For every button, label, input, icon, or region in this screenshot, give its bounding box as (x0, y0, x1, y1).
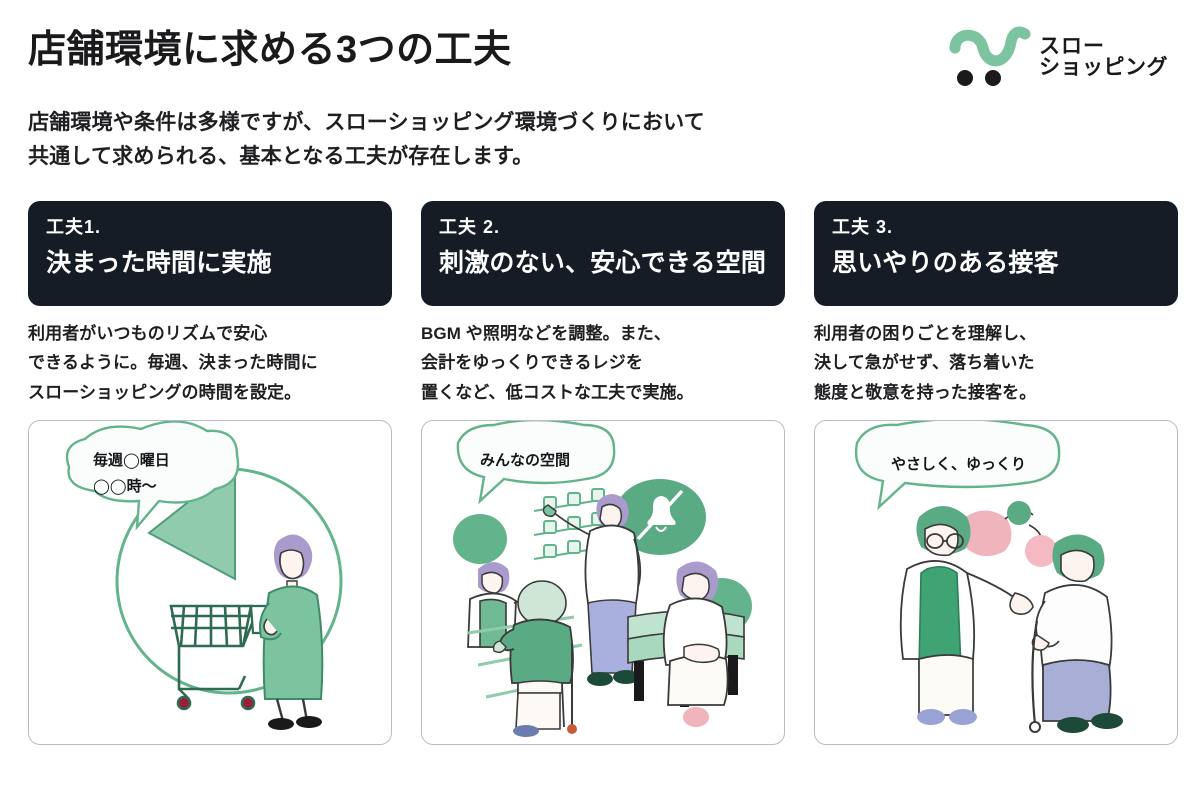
seated-person-icon (662, 561, 729, 727)
cane-elderly-person-icon (1029, 534, 1123, 733)
calm-space-illustration: みんなの空間 (421, 419, 785, 745)
speech-bubble-shape (65, 420, 240, 531)
apple-icon (961, 500, 1057, 567)
column-1: 工夫1. 決まった時間に実施 利用者がいつものリズムで安心 できるように。毎週、… (28, 201, 392, 745)
card-title-1: 決まった時間に実施 (46, 248, 272, 277)
scheduled-time-illustration: 毎週◯曜日 ◯◯時〜 (28, 419, 392, 745)
card-header-3: 工夫 3. 思いやりのある接客 (814, 201, 1178, 307)
header: 店舗環境に求める3つの工夫 スロー ショッピング (28, 22, 1172, 100)
bubble-line-1: やさしく、ゆっくり (891, 456, 1026, 473)
card-body-3-line-1: 利用者の困りごとを理解し、 (814, 324, 1037, 344)
card-header-2: 工夫 2. 刺激のない、安心できる空間 (421, 201, 785, 307)
card-kicker-3: 工夫 3. (832, 217, 894, 238)
card-body-2-line-3: 置くなど、低コストな工夫で実施。 (421, 382, 694, 402)
brand-logo-line2: ショッピング (1039, 56, 1168, 79)
bubble-line-1: みんなの空間 (480, 452, 570, 469)
card-body-2: BGM や照明などを調整。また、 会計をゆっくりできるレジを 置くなど、低コスト… (421, 319, 785, 407)
card-header-1: 工夫1. 決まった時間に実施 (28, 201, 392, 307)
card-body-1: 利用者がいつものリズムで安心 できるように。毎週、決まった時間に スローショッピ… (28, 319, 392, 407)
lead-line-1: 店舗環境や条件は多様ですが、スローショッピング環境づくりにおいて (28, 111, 705, 134)
column-3: 工夫 3. 思いやりのある接客 利用者の困りごとを理解し、 決して急がせず、落ち… (814, 201, 1178, 745)
bubble-line-1: 毎週◯曜日 (93, 451, 170, 469)
shopper-person-icon (259, 534, 324, 730)
speech-bubble-shape (456, 420, 616, 504)
speech-bubble-shape (854, 420, 1061, 510)
brand-logo: スロー ショッピング (949, 22, 1172, 88)
card-kicker-2: 工夫 2. (439, 217, 501, 238)
card-body-3: 利用者の困りごとを理解し、 決して急がせず、落ち着いた 態度と敬意を持った接客を… (814, 319, 1178, 407)
card-body-1-line-1: 利用者がいつものリズムで安心 (28, 324, 268, 344)
card-body-3-line-3: 態度と敬意を持った接客を。 (814, 382, 1037, 402)
bubble-line-2: ◯◯時〜 (93, 477, 157, 495)
kind-service-illustration: やさしく、ゆっくり (814, 419, 1178, 745)
brand-logo-text: スロー ショッピング (1039, 34, 1168, 79)
lead-paragraph: 店舗環境や条件は多様ですが、スローショッピング環境づくりにおいて 共通して求めら… (28, 106, 1172, 174)
page-title: 店舗環境に求める3つの工夫 (28, 29, 512, 71)
apron-clerk-icon (899, 505, 1034, 725)
card-kicker-1: 工夫1. (46, 217, 102, 238)
columns-container: 工夫1. 決まった時間に実施 利用者がいつものリズムで安心 できるように。毎週、… (28, 201, 1178, 745)
glasses-icon (926, 532, 964, 549)
cane-walker-icon (492, 579, 577, 737)
card-body-3-line-2: 決して急がせず、落ち着いた (814, 353, 1035, 373)
card-title-3: 思いやりのある接客 (832, 248, 1059, 277)
store-clerk-icon (542, 493, 642, 686)
shopping-cart-icon (949, 26, 1033, 88)
lead-line-2: 共通して求められる、基本となる工夫が存在します。 (28, 145, 534, 169)
card-body-1-line-3: スローショッピングの時間を設定。 (28, 382, 302, 402)
blob-icon (453, 513, 507, 564)
store-clerk-left-icon (467, 561, 558, 648)
card-body-1-line-2: できるように。毎週、決まった時間に (28, 353, 318, 373)
card-body-2-line-1: BGM や照明などを調整。また、 (421, 324, 671, 344)
card-title-2: 刺激のない、安心できる空間 (439, 248, 767, 277)
column-2: 工夫 2. 刺激のない、安心できる空間 BGM や照明などを調整。また、 会計を… (421, 201, 785, 745)
card-body-2-line-2: 会計をゆっくりできるレジを (421, 353, 643, 373)
cart-shape (169, 604, 268, 711)
brand-logo-line1: スロー (1039, 34, 1105, 58)
